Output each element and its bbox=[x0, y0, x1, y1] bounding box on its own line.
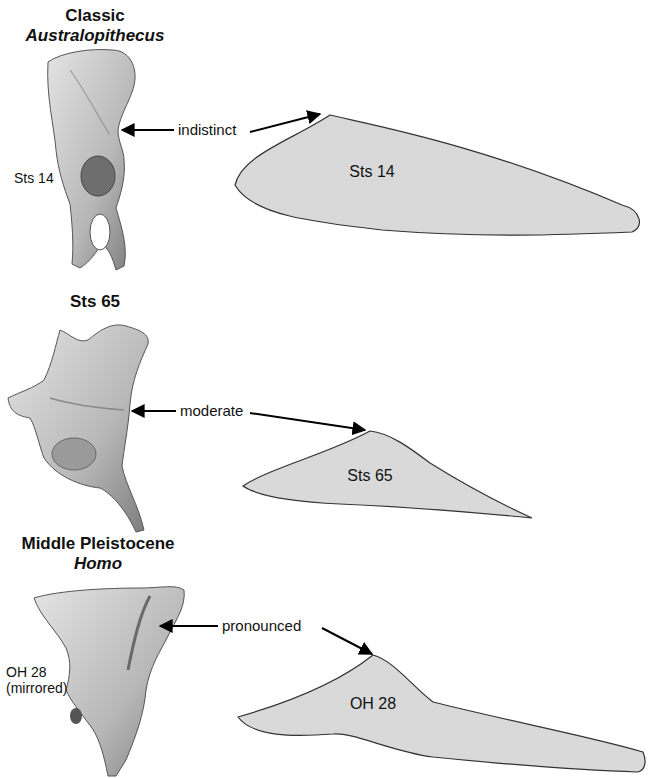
section-label: OH 28 bbox=[350, 695, 396, 713]
group-heading: Classic Australopithecus bbox=[10, 6, 180, 45]
cross-section: OH 28 bbox=[233, 652, 647, 776]
group-heading: Middle Pleistocene Homo bbox=[8, 534, 188, 573]
section-label: Sts 65 bbox=[347, 467, 392, 485]
cross-section: Sts 65 bbox=[240, 428, 535, 523]
ilium-bone bbox=[8, 325, 148, 532]
group-heading: Sts 65 bbox=[10, 292, 180, 312]
ilium-bone bbox=[48, 50, 135, 271]
section-label: Sts 14 bbox=[349, 163, 394, 181]
callout-text: pronounced bbox=[222, 617, 301, 634]
cross-section: Sts 14 bbox=[232, 110, 644, 245]
specimen-label: Sts 14 bbox=[14, 170, 54, 186]
specimen-label: OH 28 (mirrored) bbox=[6, 664, 68, 696]
callout-text: indistinct bbox=[178, 121, 236, 138]
section-outline bbox=[232, 110, 644, 245]
section-outline bbox=[233, 652, 647, 776]
callout-text: moderate bbox=[180, 402, 243, 419]
